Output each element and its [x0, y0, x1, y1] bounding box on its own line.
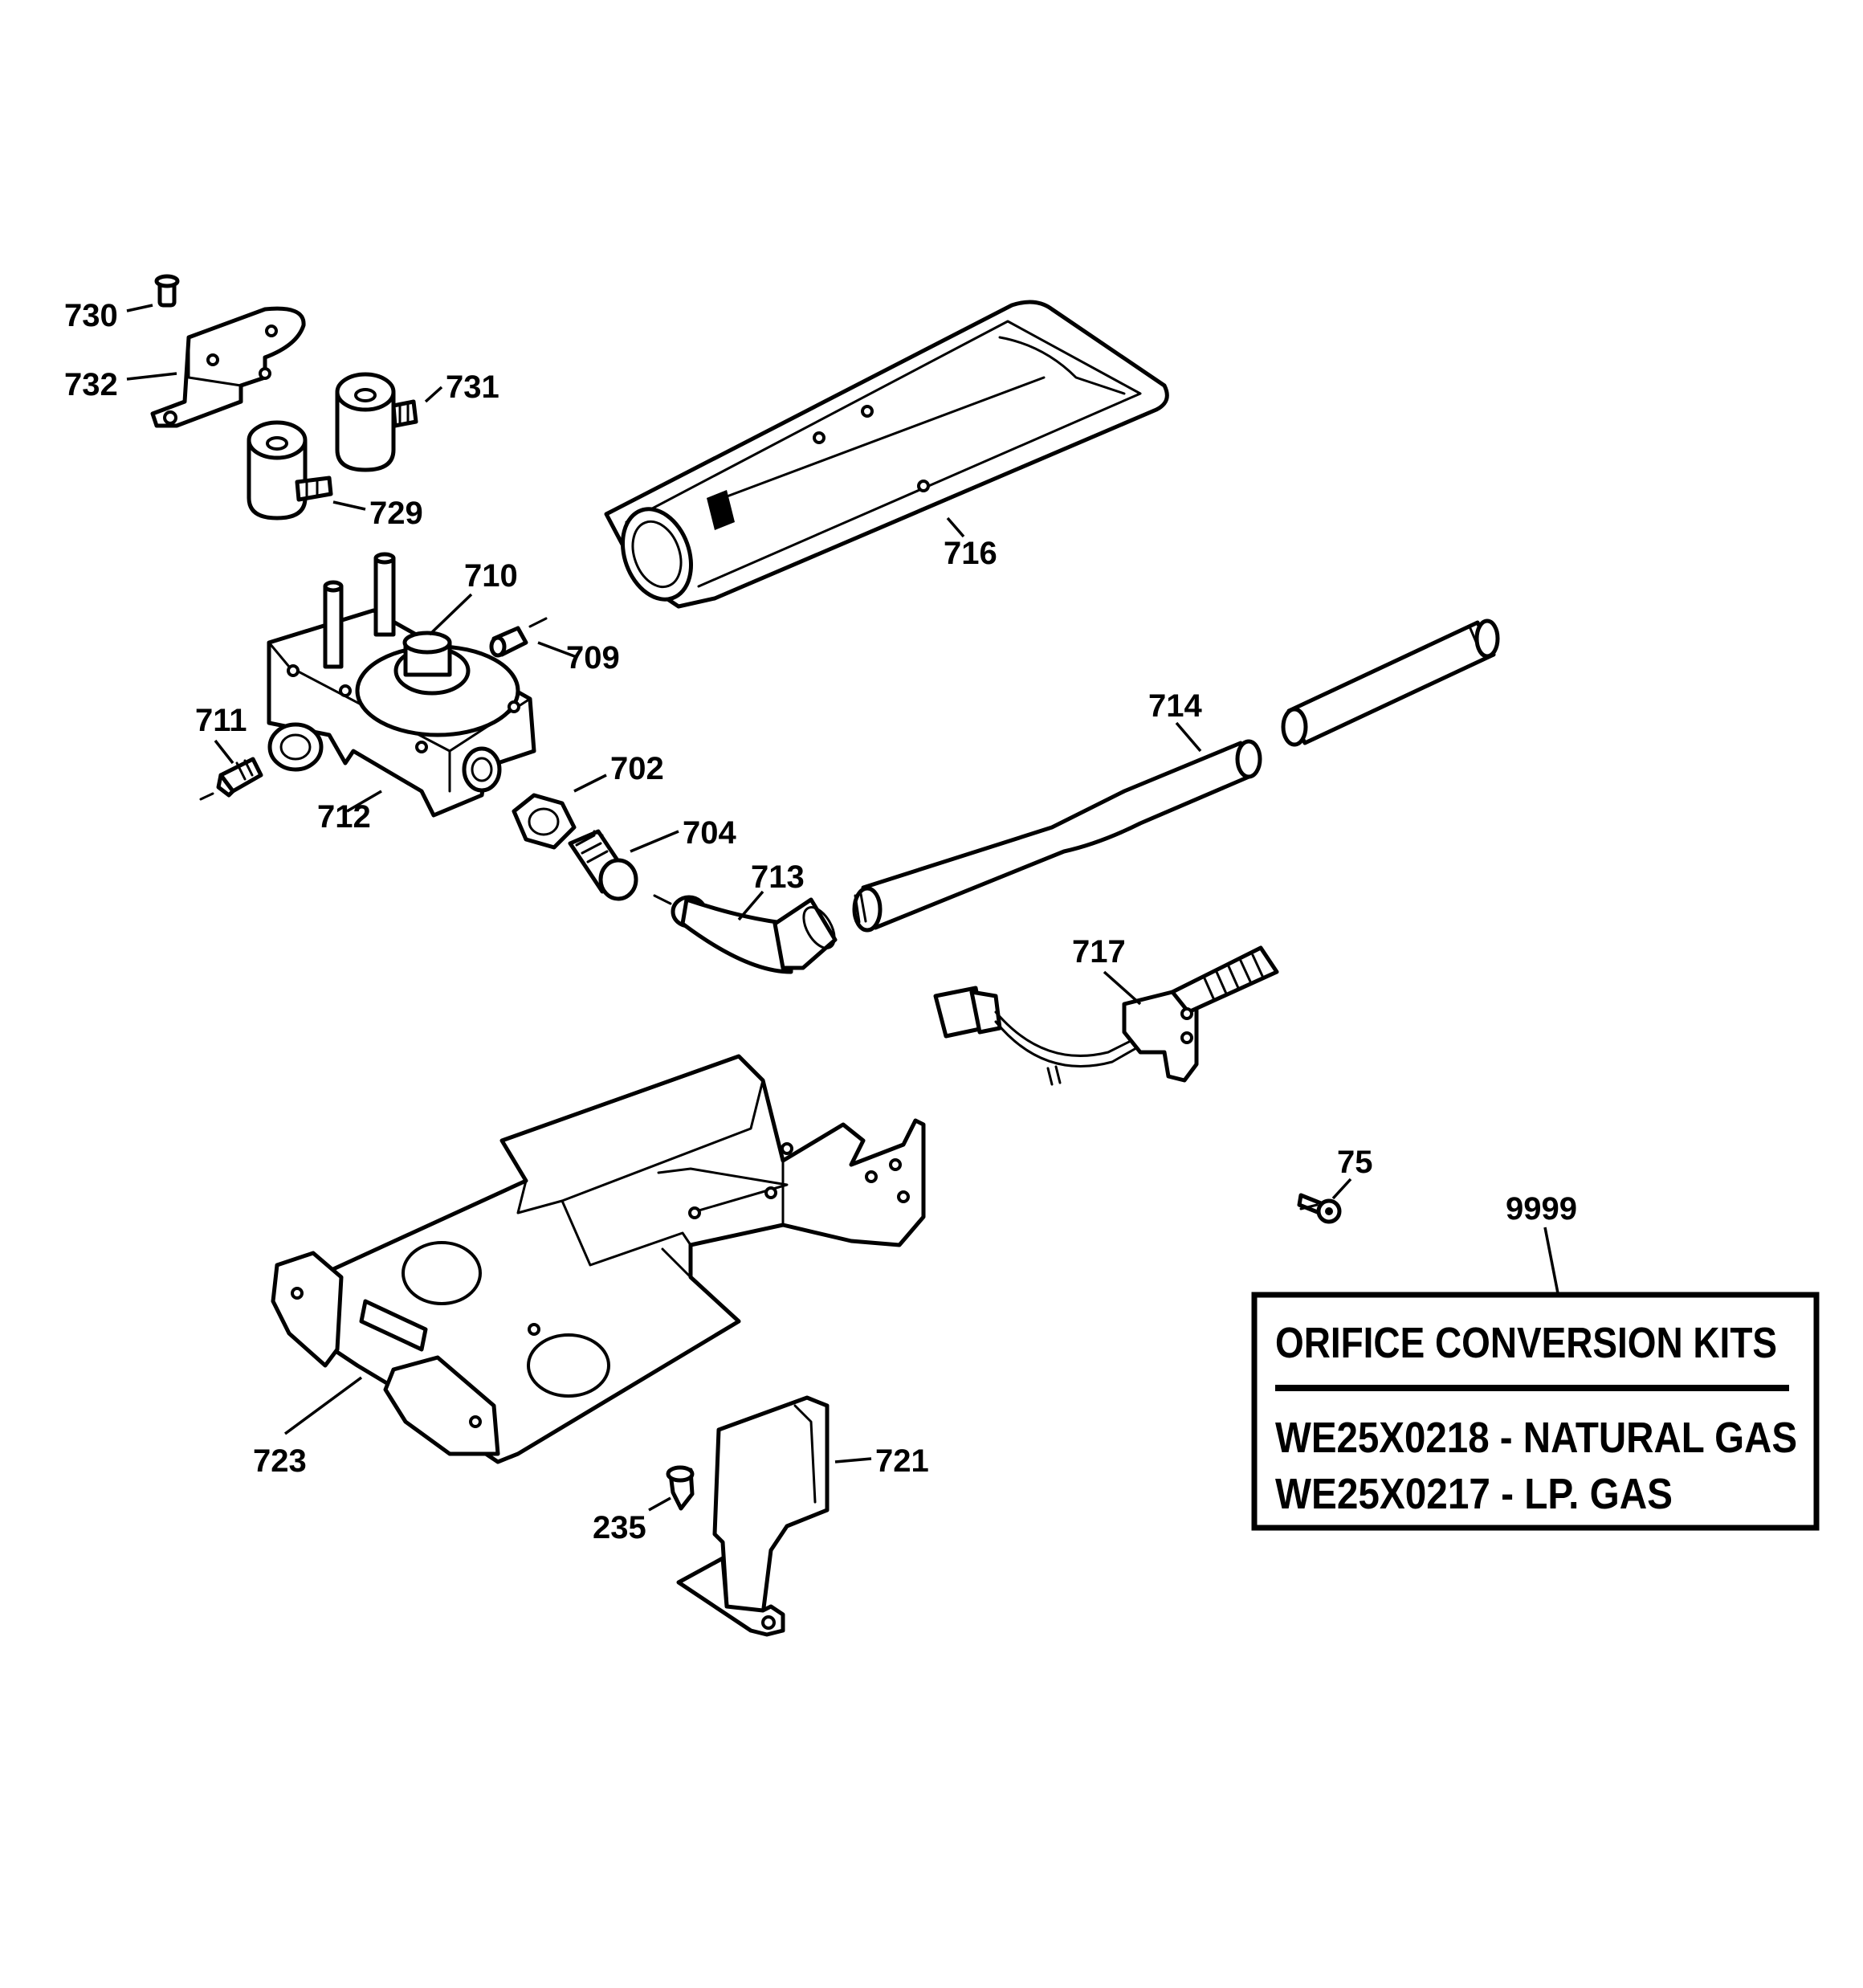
- part-721-bracket: [676, 1395, 830, 1637]
- label-731: 731: [446, 369, 499, 405]
- part-712-gas-valve: [267, 552, 536, 818]
- part-714-tube: [852, 618, 1500, 933]
- label-716: 716: [944, 536, 997, 571]
- part-704-orifice: [568, 829, 638, 901]
- label-729: 729: [369, 496, 423, 531]
- part-711-plug: [199, 757, 263, 801]
- part-732-bracket: [150, 306, 306, 428]
- part-702-nut: [512, 793, 577, 850]
- orifice-kit-box: ORIFICE CONVERSION KITS WE25X0218 - NATU…: [1251, 1292, 1820, 1531]
- part-717-igniter: [933, 945, 1279, 1086]
- label-717: 717: [1072, 934, 1126, 970]
- part-235-screw: [666, 1465, 695, 1511]
- kit-box-title: ORIFICE CONVERSION KITS: [1275, 1319, 1777, 1367]
- label-711: 711: [195, 703, 247, 738]
- label-723: 723: [253, 1443, 307, 1479]
- label-702: 702: [610, 751, 664, 786]
- label-730: 730: [64, 298, 118, 333]
- label-709: 709: [566, 640, 620, 676]
- kit-line-natural-gas: WE25X0218 - NATURAL GAS: [1275, 1414, 1797, 1462]
- label-712: 712: [317, 799, 371, 835]
- part-labels: 730 732 731 729 716 710 709 711 712 702 …: [64, 298, 1577, 1545]
- label-75: 75: [1337, 1145, 1373, 1180]
- part-723-base-plate: [271, 1054, 926, 1464]
- label-713: 713: [751, 859, 805, 895]
- label-714: 714: [1148, 688, 1202, 724]
- label-732: 732: [64, 367, 118, 402]
- part-713-elbow: [671, 895, 838, 974]
- part-730-screw: [154, 274, 180, 308]
- label-721: 721: [875, 1443, 929, 1479]
- label-704: 704: [683, 815, 736, 851]
- part-731-coil: [335, 372, 418, 472]
- part-716-burner-housing: [604, 300, 1169, 609]
- part-729-coil: [247, 420, 333, 520]
- leader-lines: [126, 304, 1559, 1512]
- part-709-fitting: [489, 617, 548, 658]
- label-235: 235: [593, 1510, 646, 1545]
- kit-line-lp-gas: WE25X0217 - LP. GAS: [1275, 1470, 1673, 1518]
- label-9999: 9999: [1506, 1191, 1577, 1227]
- label-710: 710: [464, 558, 518, 594]
